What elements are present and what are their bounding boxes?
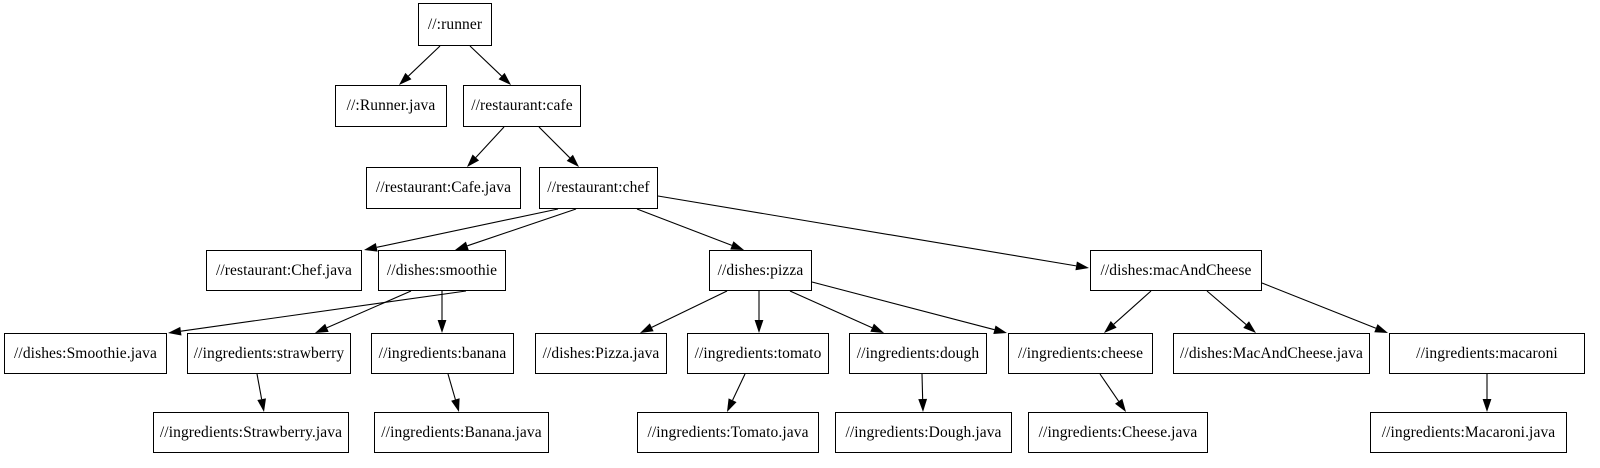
graph-node-label: //ingredients:Banana.java <box>381 423 542 441</box>
graph-node-label: //restaurant:Cafe.java <box>375 179 512 197</box>
graph-edge <box>789 290 884 333</box>
graph-edge <box>467 126 505 167</box>
arrowhead-icon <box>467 154 480 167</box>
graph-edge <box>754 291 764 333</box>
arrowhead-icon <box>498 72 511 85</box>
graph-node-cafe_java[interactable]: //restaurant:Cafe.java <box>366 167 521 209</box>
arrowhead-icon <box>730 241 744 250</box>
graph-node-cheese_java[interactable]: //ingredients:Cheese.java <box>1028 412 1208 453</box>
graph-node-runner[interactable]: //:runner <box>418 3 492 46</box>
arrowhead-icon <box>451 398 460 412</box>
graph-node-ing_cheese[interactable]: //ingredients:cheese <box>1008 333 1153 374</box>
graph-node-label: //ingredients:dough <box>856 344 980 362</box>
graph-edge <box>455 208 577 250</box>
graph-edge <box>657 195 1089 271</box>
graph-node-dishes_mac[interactable]: //dishes:macAndCheese <box>1090 250 1262 291</box>
graph-node-restaurant_chef[interactable]: //restaurant:chef <box>539 167 658 209</box>
graph-node-ing_dough[interactable]: //ingredients:dough <box>849 333 987 374</box>
graph-node-label: //ingredients:Cheese.java <box>1038 423 1198 441</box>
graph-edge <box>168 290 467 336</box>
graph-edge <box>399 45 441 85</box>
arrowhead-icon <box>566 154 579 167</box>
arrowhead-icon <box>1104 321 1117 333</box>
arrowhead-icon <box>1115 398 1126 412</box>
graph-node-macaroni_java[interactable]: //ingredients:Macaroni.java <box>1370 412 1567 453</box>
graph-node-label: //dishes:smoothie <box>386 261 498 279</box>
graph-edge <box>447 373 460 412</box>
graph-edge <box>256 373 266 412</box>
arrowhead-icon <box>1374 324 1388 333</box>
graph-node-label: //ingredients:Macaroni.java <box>1381 423 1556 441</box>
graph-node-label: //dishes:Smoothie.java <box>14 344 157 362</box>
graph-node-label: //dishes:MacAndCheese.java <box>1180 344 1363 362</box>
graph-node-ing_strawberry[interactable]: //ingredients:strawberry <box>187 333 351 374</box>
graph-node-label: //ingredients:Tomato.java <box>647 423 809 441</box>
graph-node-label: //ingredients:strawberry <box>193 344 345 362</box>
arrowhead-icon <box>754 320 764 333</box>
graph-edge <box>1104 290 1152 333</box>
arrowhead-icon <box>1482 399 1492 412</box>
graph-node-ing_macaroni[interactable]: //ingredients:macaroni <box>1389 333 1585 374</box>
graph-node-label: //restaurant:chef <box>547 179 650 197</box>
graph-edge <box>315 290 412 333</box>
graph-node-restaurant_cafe[interactable]: //restaurant:cafe <box>463 85 581 127</box>
graph-node-label: //dishes:macAndCheese <box>1100 261 1252 279</box>
arrowhead-icon <box>168 326 182 336</box>
arrowhead-icon <box>727 398 737 412</box>
graph-edge <box>538 126 579 167</box>
arrowhead-icon <box>257 398 266 412</box>
graph-edge <box>437 291 447 333</box>
graph-node-label: //:runner <box>427 15 483 33</box>
graph-node-banana_java[interactable]: //ingredients:Banana.java <box>374 412 549 453</box>
graph-node-tomato_java[interactable]: //ingredients:Tomato.java <box>637 412 819 453</box>
graph-node-ing_tomato[interactable]: //ingredients:tomato <box>687 333 829 374</box>
graph-node-pizza_java[interactable]: //dishes:Pizza.java <box>535 333 667 374</box>
graph-edge <box>918 373 928 412</box>
graph-edge <box>727 373 746 412</box>
graph-edge <box>640 290 728 333</box>
arrowhead-icon <box>1243 321 1256 333</box>
graph-node-label: //:Runner.java <box>346 97 436 115</box>
arrowhead-icon <box>455 241 469 250</box>
graph-edge <box>1206 290 1256 333</box>
graph-edge <box>636 208 744 250</box>
graph-node-mac_java[interactable]: //dishes:MacAndCheese.java <box>1173 333 1370 374</box>
graph-edge <box>1261 282 1388 333</box>
graph-node-chef_java[interactable]: //restaurant:Chef.java <box>206 250 362 291</box>
graph-node-label: //restaurant:cafe <box>471 97 573 115</box>
arrowhead-icon <box>437 320 447 333</box>
arrowhead-icon <box>993 325 1007 334</box>
arrowhead-icon <box>364 243 378 252</box>
graph-node-runner_java[interactable]: //:Runner.java <box>335 85 447 127</box>
graph-node-label: //ingredients:Dough.java <box>845 423 1002 441</box>
graph-node-label: //dishes:pizza <box>717 261 804 279</box>
arrowhead-icon <box>918 398 928 412</box>
graph-node-dough_java[interactable]: //ingredients:Dough.java <box>835 412 1012 453</box>
graph-node-strawberry_java[interactable]: //ingredients:Strawberry.java <box>153 412 349 453</box>
graph-node-label: //ingredients:Strawberry.java <box>159 423 343 441</box>
graph-node-label: //ingredients:macaroni <box>1416 344 1558 362</box>
graph-edge <box>1099 373 1126 412</box>
arrowhead-icon <box>315 323 329 333</box>
graph-node-ing_banana[interactable]: //ingredients:banana <box>371 333 514 374</box>
arrowhead-icon <box>399 72 412 85</box>
graph-node-label: //ingredients:cheese <box>1017 344 1144 362</box>
graph-edge <box>1482 374 1492 412</box>
graph-node-dishes_pizza[interactable]: //dishes:pizza <box>709 250 812 291</box>
graph-edge <box>469 45 511 85</box>
graph-node-dishes_smoothie[interactable]: //dishes:smoothie <box>378 250 506 291</box>
arrowhead-icon <box>640 323 654 333</box>
graph-node-label: //dishes:Pizza.java <box>542 344 660 362</box>
graph-node-label: //ingredients:tomato <box>694 344 822 362</box>
graph-node-label: //ingredients:banana <box>378 344 507 362</box>
arrowhead-icon <box>870 323 884 333</box>
graph-edge <box>364 208 559 252</box>
arrowhead-icon <box>1075 261 1089 271</box>
graph-edge <box>811 281 1007 334</box>
graph-node-label: //restaurant:Chef.java <box>215 261 353 279</box>
graph-node-smoothie_java[interactable]: //dishes:Smoothie.java <box>4 333 167 374</box>
